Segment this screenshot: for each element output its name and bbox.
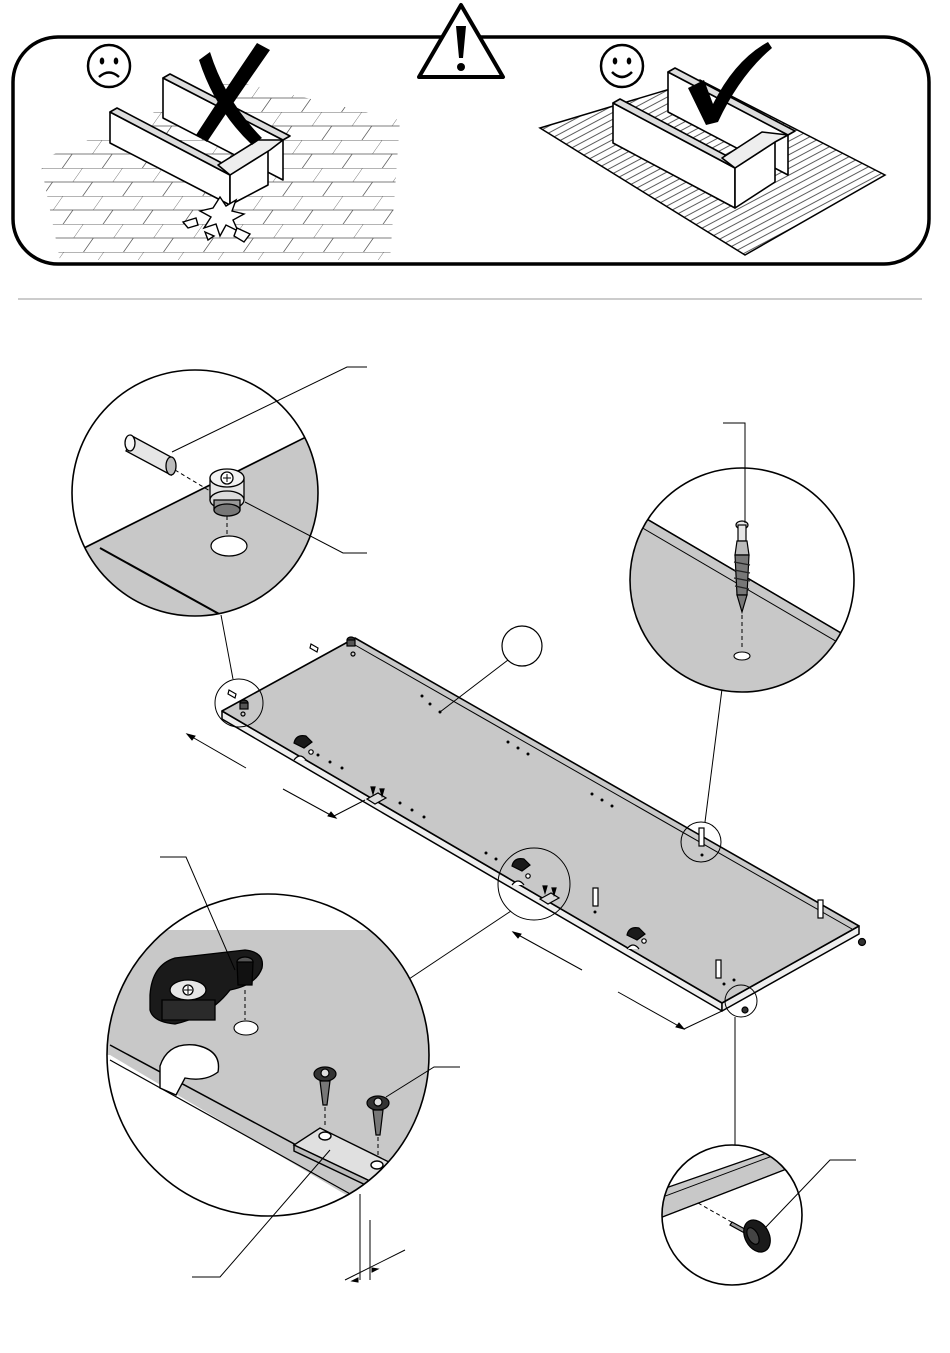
- callout-cam-lock-and-plate: [100, 857, 460, 1282]
- callout-cam-screw: [620, 423, 870, 700]
- sad-face-icon: [88, 45, 130, 87]
- cam-housing-icon: [210, 469, 244, 516]
- callout-glide: [660, 1140, 856, 1290]
- plate-dimension: [345, 1194, 405, 1282]
- part-marker-leader: [440, 660, 508, 712]
- warning-panel: [13, 5, 929, 264]
- callout-cam-and-dowel: [60, 360, 367, 640]
- drill-hole: [734, 652, 750, 660]
- drill-hole: [234, 1021, 258, 1035]
- smiley-face-icon: [601, 45, 643, 87]
- drill-hole: [211, 536, 247, 556]
